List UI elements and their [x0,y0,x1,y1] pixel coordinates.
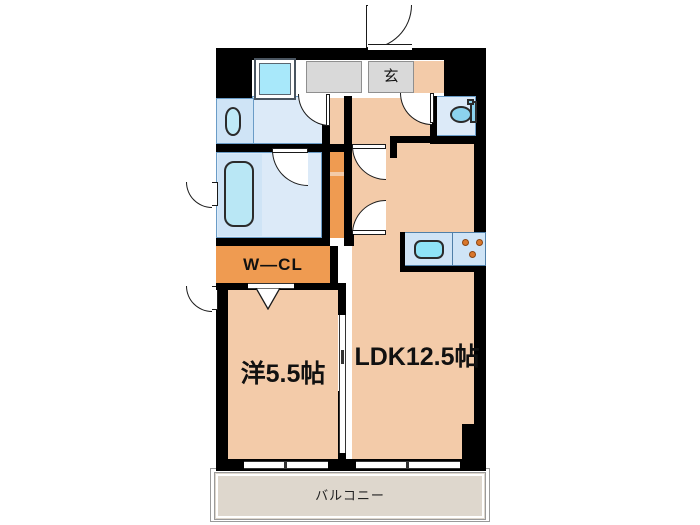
stove-burner-bottom [469,251,476,258]
wall-corridor-right [346,234,354,246]
bedroom-label: 洋5.5帖 [240,360,326,388]
window-bath-awning [186,182,212,208]
toilet-lever [467,99,474,105]
wall-ldk-upper-left [344,96,352,146]
kitchen-counter-side [400,232,405,272]
kitchen-counter-base [404,266,486,272]
kitchen-sink [414,240,444,259]
washing-machine-drum [259,63,291,95]
walk-in-closet-label: W—CL [243,255,303,274]
toilet-bowl [450,106,472,123]
bedroom-balcony-door-mullion [284,461,287,469]
washroom-door-leaf[interactable] [326,94,330,126]
entrance-label: 玄 [383,68,399,85]
bathroom-door-leaf[interactable] [272,148,308,153]
shoe-cabinet [306,61,362,93]
wall-toilet-bottom [436,136,476,144]
wall-ldk-upper-shelf [390,136,432,143]
wall-bathroom-right [322,152,330,246]
balcony-area [214,472,486,520]
wall-corridor-top-seg [330,144,352,152]
linen-closet-lower [330,176,344,238]
sliding-door-mullion [341,350,344,364]
stove-burner-right [476,239,483,246]
linen-closet-upper [330,152,344,172]
kitchen-counter [404,232,486,266]
wall-ldk-upper-stub [390,136,397,158]
wall-closet-right [330,246,338,290]
window-bedroom-awning [186,286,212,312]
washbasin-bowl [225,107,241,136]
stove-burner-left [462,239,469,246]
balcony-label: バルコニー [315,488,385,503]
kitchen-counter-divider [452,232,454,266]
bathtub [224,161,254,227]
bedroom-ldk-sliding-door-lower[interactable] [339,391,346,453]
toilet-door-leaf[interactable] [430,93,434,123]
ldk-label: LDK12.5帖 [354,343,480,371]
closet-door-direction-arrow [255,288,281,310]
exterior-wall-top [216,48,486,60]
wall-top-left-block [216,48,252,98]
entrance-door-opening [368,44,412,50]
wall-linen-right [344,144,352,246]
wall-bathroom-bottom [216,238,330,246]
wall-top-block-mid [300,48,330,60]
ldk-balcony-door-mullion [406,461,409,469]
wall-bedroom-ldk-top [338,283,346,315]
corridor-door-a-leaf[interactable] [352,144,386,149]
walk-in-closet [216,246,330,283]
entrance-step-floor [414,61,444,93]
entrance-tile-area [368,61,414,93]
bedroom-floor [228,283,338,459]
corridor-door-b-leaf[interactable] [352,230,386,235]
entrance-door-swing [368,5,412,49]
wall-entrance-right [444,60,474,96]
entrance-door-header [362,48,368,60]
structural-column [462,424,486,471]
